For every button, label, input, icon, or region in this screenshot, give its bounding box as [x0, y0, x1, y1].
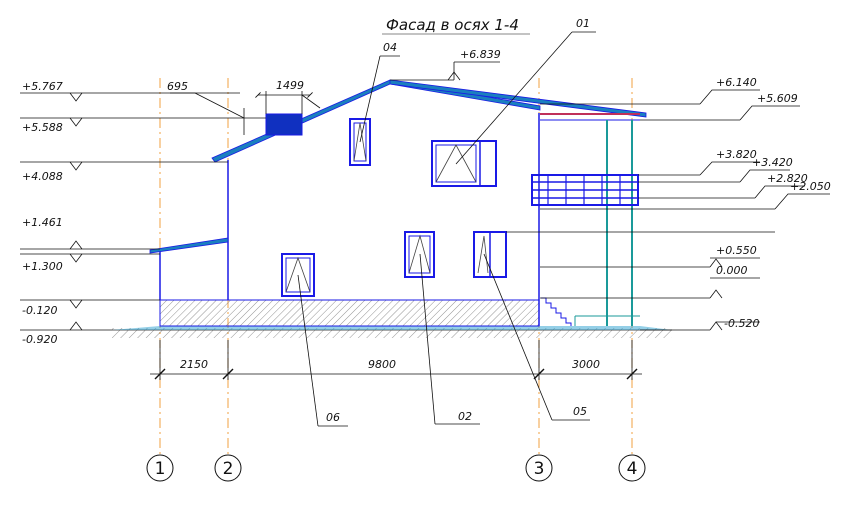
dim-label: 9800 [368, 358, 396, 371]
top-level-mark [390, 61, 500, 81]
left-level-labels: +5.767 +5.588 +4.088 +1.461 +1.300 -0.12… [22, 80, 63, 346]
level-label: +1.300 [22, 260, 63, 273]
level-label: -0.920 [22, 333, 57, 346]
axis-bubble-1 [146, 454, 174, 482]
level-label: -0.520 [724, 317, 759, 330]
bottom-dim-labels: 2150 9800 3000 [180, 358, 600, 371]
level-label: 0.000 [716, 264, 748, 277]
level-label: +2.050 [790, 180, 831, 193]
axis-markers: 1 2 3 4 [146, 454, 646, 482]
dim-label: 2150 [180, 358, 208, 371]
dim-label: 1499 [276, 79, 304, 92]
axis-label: 1 [155, 459, 166, 479]
bottom-dimensions [150, 340, 642, 380]
plinth [159, 299, 540, 327]
window-opening-lines [285, 122, 489, 293]
callout-label: 06 [326, 411, 340, 424]
axis-bubble-3 [525, 454, 553, 482]
level-label: +6.140 [716, 76, 757, 89]
callout-label: 01 [576, 17, 590, 30]
top-level-label: +6.839 [460, 48, 501, 61]
callout-label: 02 [458, 410, 472, 423]
top-dimensions [170, 91, 321, 135]
roof-window [265, 113, 303, 136]
balcony [531, 120, 639, 326]
level-label: +5.588 [22, 121, 63, 134]
axis-label: 3 [534, 459, 545, 479]
callout-leaders [297, 31, 596, 427]
level-label: +1.461 [22, 216, 63, 229]
callout-label: 05 [573, 405, 587, 418]
level-label: -0.120 [22, 304, 57, 317]
axis-label: 4 [627, 459, 638, 479]
left-level-leaders [20, 92, 266, 331]
level-label: +3.820 [716, 148, 757, 161]
callout-labels: 01 02 04 05 06 [326, 17, 590, 424]
dim-label: 695 [167, 80, 188, 93]
level-label: +5.609 [757, 92, 798, 105]
level-label: +3.420 [752, 156, 793, 169]
axis-bubble-2 [214, 454, 242, 482]
level-label: +0.550 [716, 244, 757, 257]
lower-roof [149, 237, 229, 254]
callout-label: 04 [383, 41, 397, 54]
entrance-stair [541, 297, 640, 326]
level-label: +5.767 [22, 80, 63, 93]
axis-lines [159, 78, 633, 455]
right-level-labels: +6.140 +5.609 +3.820 +3.420 +2.820 +2.05… [716, 76, 831, 330]
dim-label: 3000 [572, 358, 600, 371]
right-level-leaders [506, 89, 830, 331]
drawing-title: Фасад в осях 1-4 [386, 16, 519, 34]
level-label: +4.088 [22, 170, 63, 183]
axis-bubble-4 [618, 454, 646, 482]
ground [112, 326, 672, 338]
axis-label: 2 [223, 459, 234, 479]
level-label: +2.820 [767, 172, 808, 185]
